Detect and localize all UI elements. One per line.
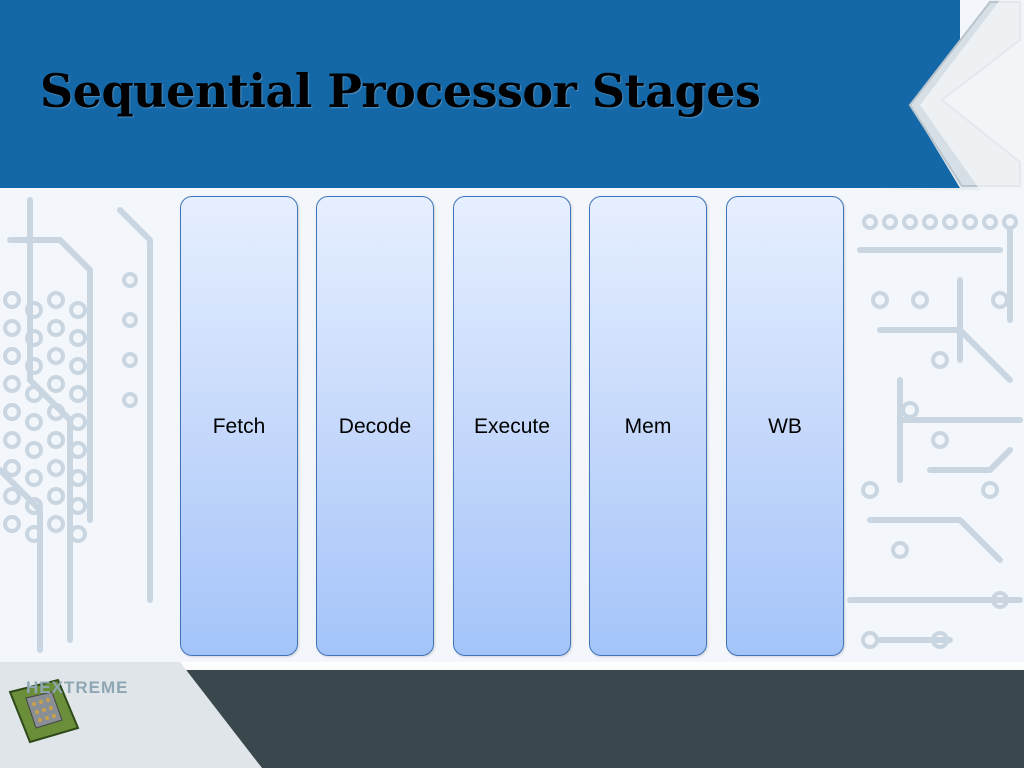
footer-band <box>0 662 1024 768</box>
stage-execute: Execute <box>453 196 571 656</box>
stage-label: Mem <box>624 415 672 438</box>
cpu-chip-logo <box>8 678 80 744</box>
slide-title: Sequential Processor Stages <box>40 64 761 118</box>
stage-label: Decode <box>338 415 412 438</box>
stage-wb: WB <box>726 196 844 656</box>
stage-mem: Mem <box>589 196 707 656</box>
stage-label: WB <box>768 415 802 438</box>
stage-label: Execute <box>474 415 550 438</box>
stage-decode: Decode <box>316 196 434 656</box>
stage-label: Fetch <box>212 415 266 438</box>
stage-fetch: Fetch <box>180 196 298 656</box>
logo-text: HEXTREME <box>26 678 129 697</box>
corner-arrow-decoration <box>880 0 1024 190</box>
header-band <box>0 0 960 188</box>
